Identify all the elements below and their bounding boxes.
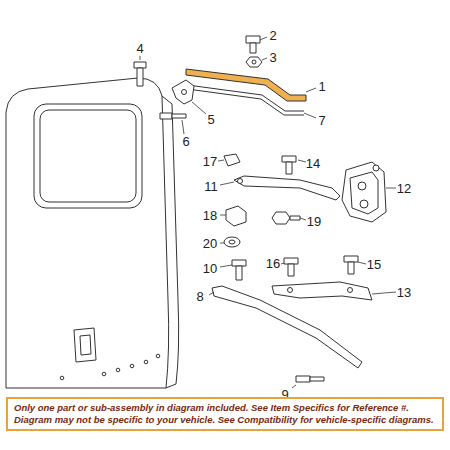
- door-handle-grip: [80, 335, 91, 355]
- lower-arm: [272, 282, 372, 300]
- roller-assembly: [342, 162, 386, 222]
- bolt: [134, 62, 146, 86]
- nut-hole: [252, 60, 256, 64]
- callout-number: 19: [307, 215, 321, 228]
- bolt: [344, 256, 358, 274]
- door-edge: [162, 96, 179, 388]
- callout-number: 10: [203, 262, 217, 275]
- callout-number: 20: [203, 237, 217, 250]
- callout-number: 11: [204, 180, 218, 193]
- callout-number: 8: [196, 290, 203, 303]
- bolt: [232, 260, 246, 280]
- callout-number: 13: [397, 286, 411, 299]
- arm-hole: [238, 179, 243, 184]
- callout-number: 16: [266, 257, 280, 270]
- notice-text: Only one part or sub-assembly in diagram…: [14, 402, 436, 426]
- callout-number: 5: [207, 113, 214, 126]
- door-window: [34, 104, 142, 208]
- door-panel: [6, 78, 169, 388]
- bumper: [226, 206, 246, 226]
- arm-hole: [288, 288, 293, 293]
- nut: [246, 57, 262, 67]
- bracket: [172, 80, 194, 104]
- callout-number: 12: [397, 182, 411, 195]
- callout-number: 6: [182, 135, 189, 148]
- callout-number: 18: [203, 209, 217, 222]
- notice-box: Only one part or sub-assembly in diagram…: [6, 397, 444, 431]
- callout-number: 15: [367, 258, 381, 271]
- callout-number: 1: [318, 80, 325, 93]
- callout-number: 14: [306, 157, 320, 170]
- lower-rail: [212, 286, 362, 368]
- door-window-glass: [40, 110, 136, 202]
- bolt: [284, 258, 298, 276]
- bracket-hole: [182, 90, 187, 95]
- arm-hole: [348, 288, 353, 293]
- track-strip: [180, 84, 304, 111]
- door-handle: [74, 328, 96, 362]
- bolt: [246, 36, 260, 53]
- center-arm: [234, 176, 340, 200]
- callout-number: 4: [136, 42, 143, 55]
- upper-rail: [186, 69, 306, 101]
- callout-number: 17: [203, 155, 217, 168]
- bolt: [282, 156, 296, 174]
- washer: [224, 237, 240, 247]
- track-strip: [180, 88, 304, 115]
- cap: [224, 154, 240, 166]
- bolt: [272, 212, 300, 224]
- callout-number: 2: [269, 29, 276, 42]
- leader-lines: [140, 37, 396, 388]
- bolt: [296, 376, 324, 382]
- callout-number: 3: [269, 51, 276, 64]
- bolt: [160, 113, 186, 119]
- callout-number: 7: [318, 114, 325, 127]
- washer-hole: [229, 240, 235, 244]
- door-holes: [60, 354, 160, 380]
